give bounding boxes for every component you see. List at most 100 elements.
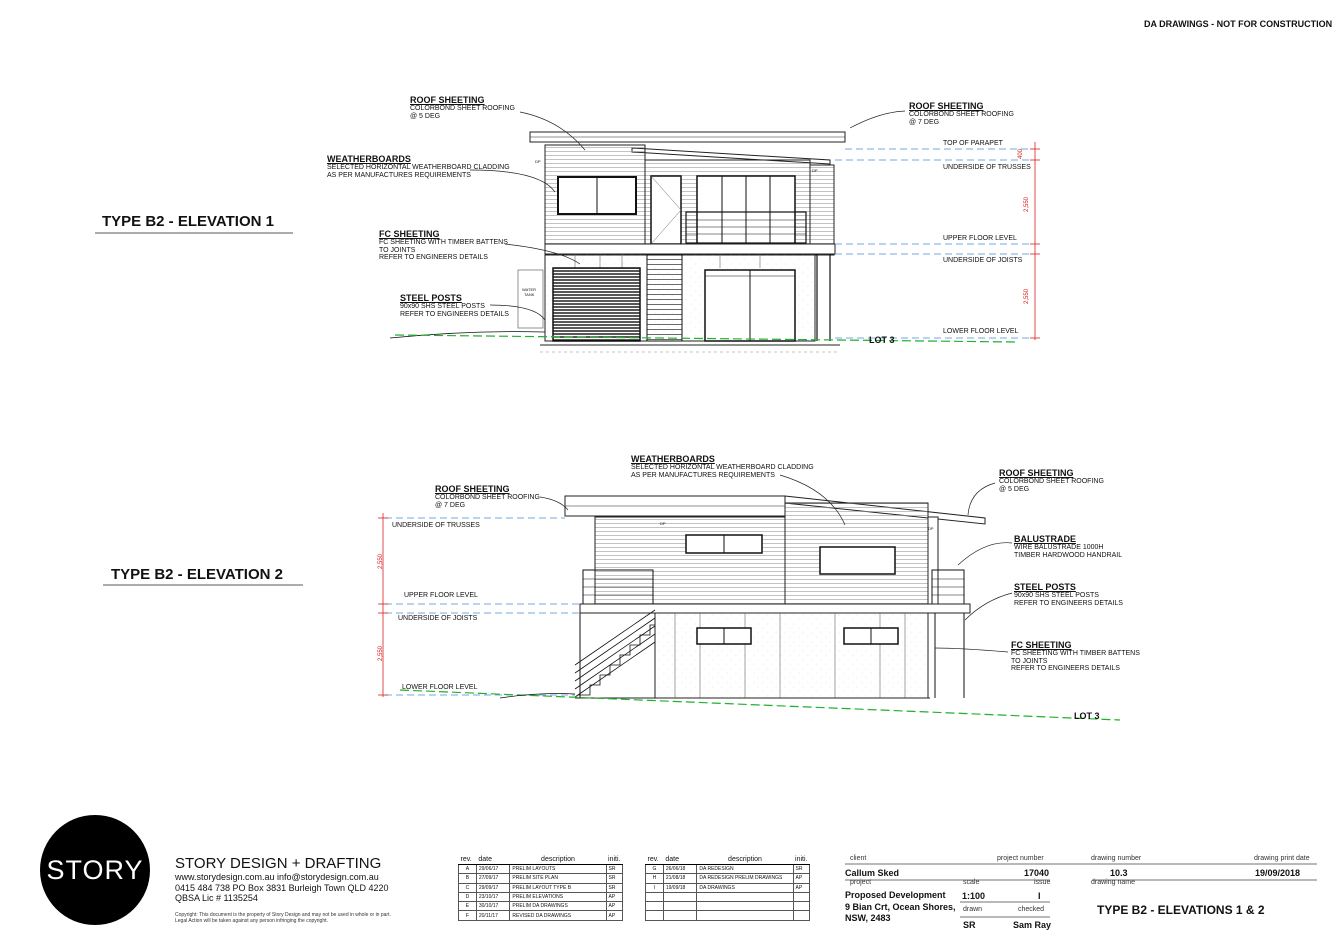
e1-upper-door bbox=[650, 175, 682, 245]
revision-id: H bbox=[645, 873, 664, 884]
e1-water-tank bbox=[517, 269, 544, 329]
revision-description: REVISED DA DRAWINGS bbox=[509, 910, 607, 921]
elevation-1-title: TYPE B2 - ELEVATION 1 bbox=[102, 213, 274, 230]
copyright-line1: Copyright: This document is the property… bbox=[175, 912, 391, 918]
e2-level-lines bbox=[385, 517, 580, 696]
e1-dim-400: 400 bbox=[1018, 148, 1024, 159]
e2-steel-posts-line2: REFER TO ENGINEERS DETAILS bbox=[1014, 600, 1123, 607]
project-line3: NSW, 2483 bbox=[845, 913, 891, 923]
e2-fc-line1: FC SHEETING WITH TIMBER BATTENS bbox=[1011, 650, 1140, 657]
e2-roof-left-heading: ROOF SHEETING bbox=[435, 484, 510, 494]
e2-roof-right-heading: ROOF SHEETING bbox=[999, 468, 1074, 478]
e1-level-top-parapet: TOP OF PARAPET bbox=[943, 140, 1003, 147]
e1-roof-right-heading: ROOF SHEETING bbox=[909, 101, 984, 111]
e1-lot-label: LOT 3 bbox=[869, 335, 895, 345]
revision-id bbox=[645, 910, 664, 921]
revision-initials: AP bbox=[793, 883, 811, 893]
e2-stairs bbox=[574, 609, 656, 698]
e2-lot-label: LOT 3 bbox=[1074, 711, 1100, 721]
rev-col: rev. bbox=[645, 855, 664, 865]
e2-level-upper-floor: UPPER FLOOR LEVEL bbox=[404, 592, 478, 599]
revision-date: 26/06/18 bbox=[663, 864, 698, 875]
scale-caption: scale bbox=[963, 879, 980, 886]
e2-lower-wall bbox=[654, 612, 929, 699]
revision-initials: AP bbox=[606, 910, 624, 921]
initials-col: initi. bbox=[793, 855, 810, 865]
description-col: description bbox=[509, 855, 607, 865]
revision-description bbox=[696, 910, 794, 921]
e1-roof-left-heading: ROOF SHEETING bbox=[410, 95, 485, 105]
revision-id: C bbox=[458, 883, 477, 893]
revision-header: rev. date description initi. bbox=[645, 855, 810, 865]
revision-description: PRELIM LAYOUT TYPE B bbox=[509, 883, 607, 893]
checked-caption: checked bbox=[1018, 906, 1045, 913]
revision-description: PRELIM DA DRAWINGS bbox=[509, 901, 607, 912]
revision-initials: AP bbox=[606, 892, 624, 903]
drawing-number-caption: drawing number bbox=[1091, 855, 1142, 862]
elevation-2-house bbox=[564, 495, 986, 699]
e1-dim-2550-upper: 2,550 bbox=[1024, 196, 1030, 212]
e1-dim-2550-lower: 2,550 bbox=[1024, 288, 1030, 304]
revision-date bbox=[663, 910, 698, 921]
e1-weatherboards-line1: SELECTED HORIZONTAL WEATHERBOARD CLADDIN… bbox=[327, 164, 510, 171]
client-caption: client bbox=[850, 855, 867, 862]
revision-date bbox=[663, 901, 698, 912]
date-col: date bbox=[663, 855, 697, 865]
revision-header: rev. date description initi. bbox=[458, 855, 623, 865]
e1-level-lines bbox=[835, 148, 1033, 339]
e2-ground-line bbox=[399, 689, 1121, 721]
rev-col: rev. bbox=[458, 855, 477, 865]
elevation-1-house bbox=[389, 131, 846, 353]
revision-id: D bbox=[458, 892, 477, 903]
e1-tank-label1: WATER bbox=[522, 287, 536, 292]
revision-initials bbox=[793, 892, 811, 903]
e2-weatherboards-line1: SELECTED HORIZONTAL WEATHERBOARD CLADDIN… bbox=[631, 464, 814, 471]
e2-weatherboards-heading: WEATHERBOARDS bbox=[631, 454, 715, 464]
revision-description: DA REDESIGN PRELIM DRAWINGS bbox=[696, 873, 794, 884]
e2-dp2: DP bbox=[928, 526, 934, 531]
drawing-name-value: TYPE B2 - ELEVATIONS 1 & 2 bbox=[1097, 903, 1265, 917]
e2-fc-line3: REFER TO ENGINEERS DETAILS bbox=[1011, 665, 1120, 672]
revision-initials: AP bbox=[793, 873, 811, 884]
e2-roof-left-line2: @ 7 DEG bbox=[435, 502, 466, 509]
e2-fc-heading: FC SHEETING bbox=[1011, 640, 1072, 650]
revision-id: B bbox=[458, 873, 477, 884]
client-value: Callum Sked bbox=[845, 868, 900, 878]
drawing-number-value: 10.3 bbox=[1110, 868, 1128, 878]
revision-initials: AP bbox=[606, 901, 624, 912]
e2-level-underside-joists: UNDERSIDE OF JOISTS bbox=[398, 615, 478, 622]
revision-date: 23/10/17 bbox=[476, 892, 511, 903]
logo-text: STORY bbox=[46, 854, 144, 885]
e2-dimension-line bbox=[378, 513, 388, 697]
e2-roof-right-line2: @ 5 DEG bbox=[999, 486, 1030, 493]
e1-weatherboards-heading: WEATHERBOARDS bbox=[327, 154, 411, 164]
e1-tank-label2: TANK bbox=[524, 292, 535, 297]
e1-roof-left-line2: @ 5 DEG bbox=[410, 113, 441, 120]
e2-upper-wall-left bbox=[594, 516, 786, 608]
revision-description bbox=[696, 892, 794, 903]
description-col: description bbox=[696, 855, 794, 865]
project-number-caption: project number bbox=[997, 855, 1044, 862]
project-number-value: 17040 bbox=[1024, 868, 1050, 878]
project-line2: 9 Bian Crt, Ocean Shores, bbox=[845, 902, 956, 912]
e1-roof-right-line1: COLORBOND SHEET ROOFING bbox=[909, 111, 1014, 118]
revision-row bbox=[645, 892, 811, 903]
e1-stairs bbox=[646, 254, 683, 342]
revision-description bbox=[696, 901, 794, 912]
revision-date: 29/09/17 bbox=[476, 883, 511, 893]
e1-roller-door bbox=[552, 267, 641, 342]
revision-initials: SR bbox=[606, 873, 624, 884]
e1-roof-left-line1: COLORBOND SHEET ROOFING bbox=[410, 105, 515, 112]
revision-id: I bbox=[645, 883, 664, 893]
company-name: STORY DESIGN + DRAFTING bbox=[175, 855, 382, 872]
e2-weatherboards-line2: AS PER MANUFACTURES REQUIREMENTS bbox=[631, 472, 775, 479]
e2-leaders bbox=[539, 474, 1013, 653]
revision-id bbox=[645, 901, 664, 912]
revision-id: A bbox=[458, 864, 477, 875]
